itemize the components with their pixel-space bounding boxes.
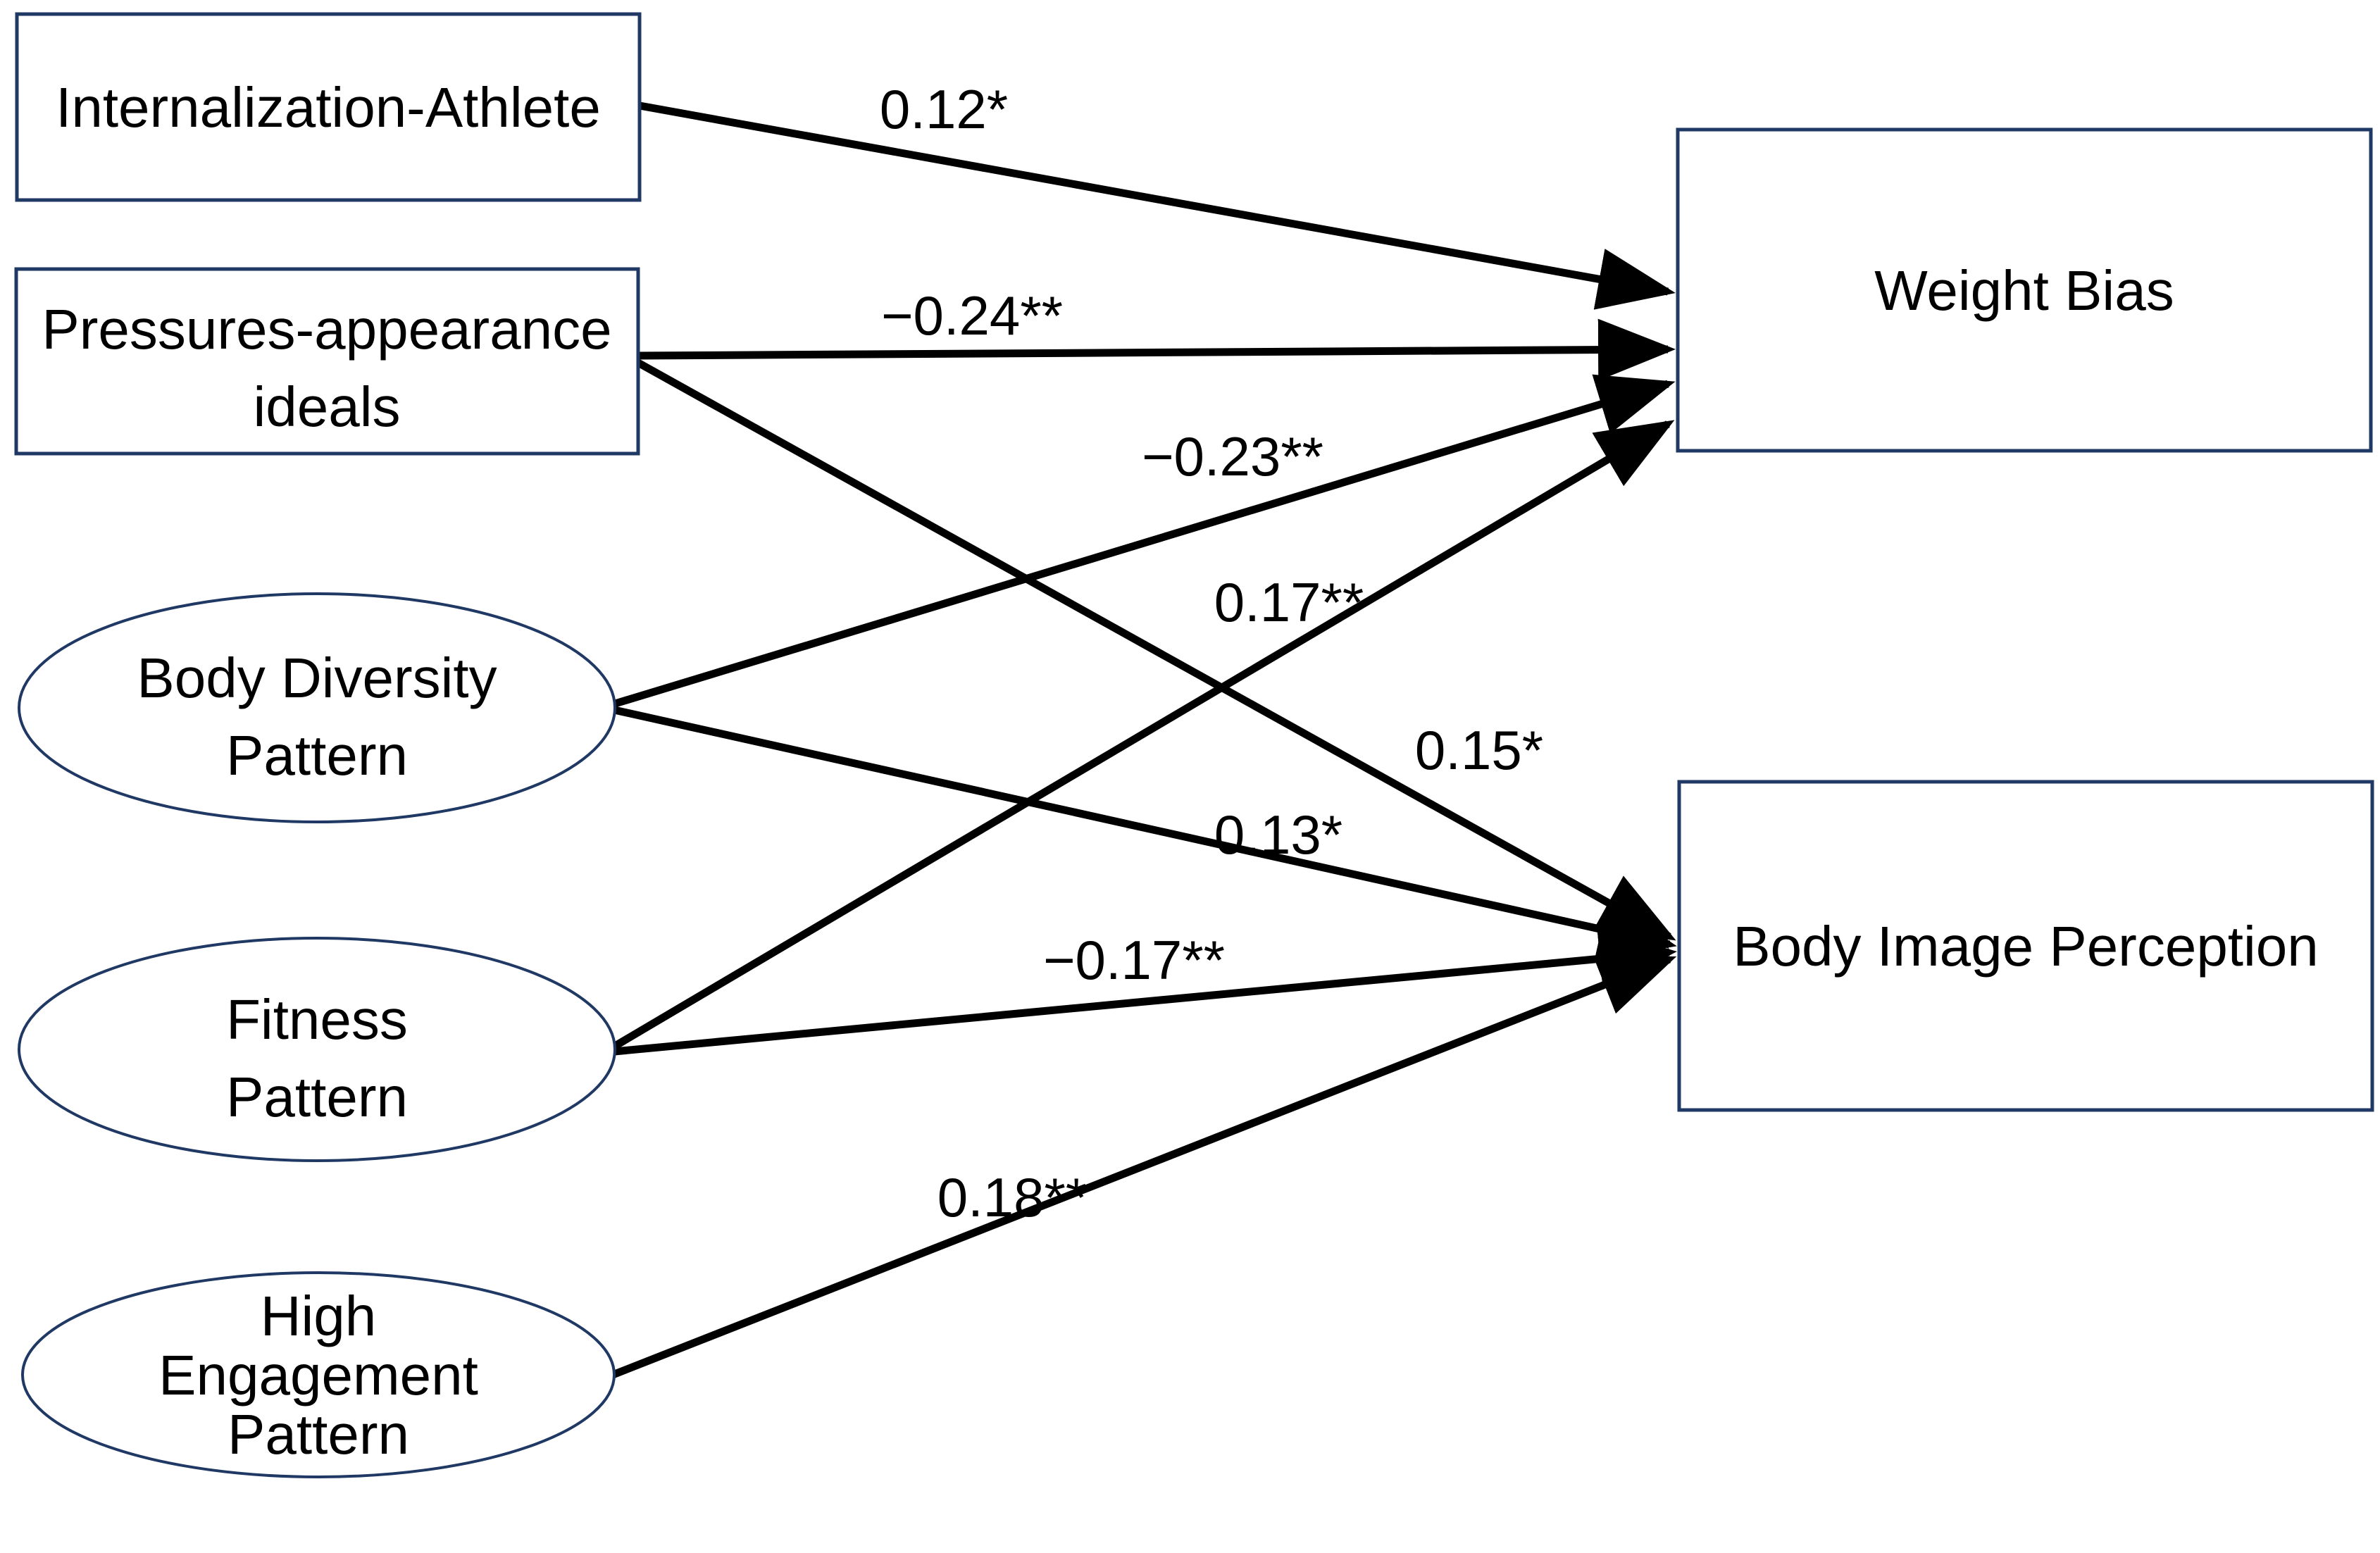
node-body-image-perception: Body Image Perception xyxy=(1677,780,2374,1112)
node-body-diversity-pattern: Body Diversity Pattern xyxy=(18,592,616,823)
arrow-fitness-to-body-image xyxy=(613,928,1677,1056)
weight-bias-label: Weight Bias xyxy=(1874,259,2174,322)
arrow-high-engagement-to-body-image xyxy=(611,955,1677,1379)
body-image-perception-label: Body Image Perception xyxy=(1733,915,2319,978)
coefficient-label: 0.13* xyxy=(1214,804,1342,866)
coefficient-label: 0.17** xyxy=(1214,571,1364,633)
node-fitness-pattern: Fitness Pattern xyxy=(18,937,616,1162)
coefficient-label: −0.23** xyxy=(1142,425,1323,487)
arrow-internalization-to-weight-bias xyxy=(639,101,1676,310)
body-diversity-ellipse xyxy=(18,592,616,823)
coefficient-label: 0.12* xyxy=(880,78,1008,140)
pressures-appearance-label-line1: Pressures-appearance xyxy=(42,298,611,361)
fitness-label-line1: Fitness xyxy=(226,988,408,1051)
weight-bias-box xyxy=(1676,127,2373,453)
arrow-pressures-to-body-image xyxy=(636,359,1676,941)
pressures-appearance-box xyxy=(14,267,640,456)
high-engagement-label-line2: Engagement xyxy=(158,1344,478,1407)
node-pressures-appearance-ideals: Pressures-appearance ideals xyxy=(14,267,640,456)
arrow-body-diversity-to-body-image xyxy=(613,706,1677,960)
edge-labels: 0.12* −0.24** −0.23** 0.17** 0.15* 0.13*… xyxy=(880,78,1543,1228)
internalization-athlete-label: Internalization-Athlete xyxy=(56,76,601,139)
coefficient-label: 0.15* xyxy=(1415,719,1543,781)
node-high-engagement-pattern: High Engagement Pattern xyxy=(21,1271,616,1478)
coefficient-label: −0.24** xyxy=(881,285,1063,347)
high-engagement-label-line3: Pattern xyxy=(228,1403,409,1466)
body-image-perception-box xyxy=(1677,780,2374,1112)
arrow-body-diversity-to-weight-bias xyxy=(611,374,1676,709)
node-internalization-athlete: Internalization-Athlete xyxy=(15,12,642,202)
pressures-appearance-label-line2: ideals xyxy=(253,375,400,438)
fitness-ellipse xyxy=(18,937,616,1162)
arrow-pressures-to-weight-bias xyxy=(637,318,1676,381)
fitness-label-line2: Pattern xyxy=(226,1066,408,1128)
coefficient-label: 0.18** xyxy=(937,1166,1088,1228)
body-diversity-label-line1: Body Diversity xyxy=(137,647,497,709)
edges xyxy=(611,101,1677,1379)
body-diversity-label-line2: Pattern xyxy=(226,724,408,787)
high-engagement-label-line1: High xyxy=(261,1285,377,1347)
arrow-fitness-to-weight-bias xyxy=(611,420,1675,1051)
coefficient-label: −0.17** xyxy=(1043,929,1225,991)
node-weight-bias: Weight Bias xyxy=(1676,127,2373,453)
internalization-athlete-box xyxy=(15,12,642,202)
high-engagement-ellipse xyxy=(21,1271,616,1478)
